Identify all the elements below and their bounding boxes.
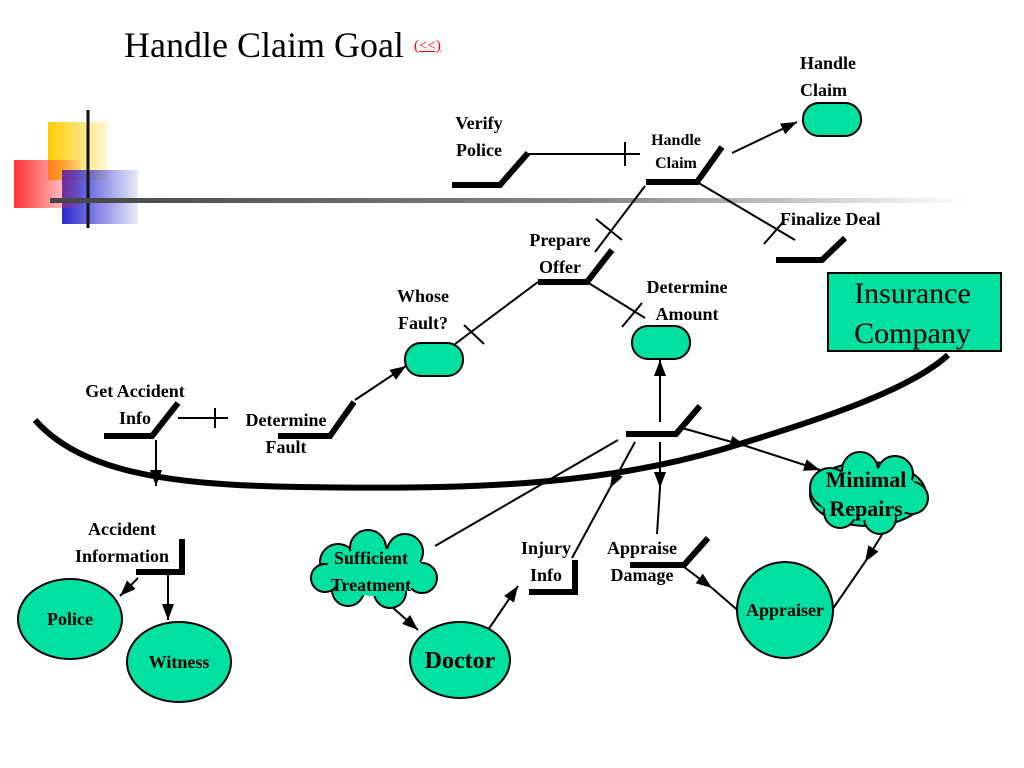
label-handle-claim-mid: Handle Claim [651,132,701,172]
label-verify-police: Verify Police [455,113,503,160]
goal-finalize-deal [776,235,848,263]
actor-witness-shape [126,621,232,703]
label-accident-information: Accident Information [75,519,169,566]
label-police: Police [47,609,93,629]
link-handle-prepare [594,185,646,253]
link-doctor-injury [487,585,519,631]
label-handle-claim-top: Handle Claim [800,53,857,100]
label-minimal-repairs: Minimal Repairs [825,467,907,521]
link-appraise-appraiser [683,566,713,589]
label-witness: Witness [148,652,210,672]
insurance-company-box [827,272,1002,352]
system-boundary-curve [32,352,951,491]
deco-horizontal-rule [50,198,970,203]
back-link[interactable]: (<<) [413,38,441,54]
node-whose-fault [404,342,464,377]
label-prepare-offer: Prepare Offer [529,230,591,277]
actor-appraiser-shape [736,561,834,659]
actor-police-shape [17,578,123,660]
tick-handle-prepare [595,218,623,241]
link-handle-finalize [696,181,796,241]
tick-prepare-whose [463,324,485,345]
page-title: Handle Claim Goal (<<) [124,24,441,66]
label-appraise-damage: Appraise Damage [606,538,677,585]
link-amount-injury [609,441,636,489]
link-minimal-appraiser-2 [831,561,866,611]
link-amount-sufficient [434,439,619,547]
goal-get-accident-info [104,401,181,439]
goal-appraise-damage [630,536,711,568]
label-finalize-deal: Finalize Deal [780,209,881,229]
actor-doctor-shape [409,621,511,699]
label-determine-amount: Determine Amount [646,277,728,324]
label-get-accident-info: Get Accident Info [85,381,185,428]
goal-determine-fault [278,400,357,439]
link-amount-appraise-2 [656,487,661,535]
goal-verify-police [452,151,531,188]
link-minimal-appraiser [864,532,884,563]
link-accinfo-police [119,577,139,597]
label-determine-fault: Determine Fault [245,410,327,457]
link-prepare-whose [454,281,539,345]
goal-determine-amount [626,404,703,437]
goal-injury-info [529,560,578,595]
link-amount-injury-2 [571,487,611,559]
title-text: Handle Claim Goal [124,25,404,65]
cloud-sufficient-treatment [310,529,438,609]
node-determine-amount [631,325,691,360]
label-appraiser: Appraiser [746,600,824,620]
label-doctor: Doctor [424,648,496,674]
label-sufficient-treatment: Sufficient Treatment [330,548,412,595]
tick-handle-finalize [763,220,785,245]
tick-prepare-amount [621,302,643,328]
goal-accident-information [136,539,185,575]
link-amount-minimal-2 [745,445,821,471]
label-injury-info: Injury Info [520,538,571,585]
label-whose-fault: Whose Fault? [396,286,449,333]
link-handle-to-goal [731,121,798,154]
cloud-minimal-repairs [809,451,929,535]
node-handle-claim [802,102,862,137]
label-insurance-company: Insurance Company [854,277,971,350]
link-amount-minimal [681,427,747,448]
link-fault-to-whose [354,365,407,401]
